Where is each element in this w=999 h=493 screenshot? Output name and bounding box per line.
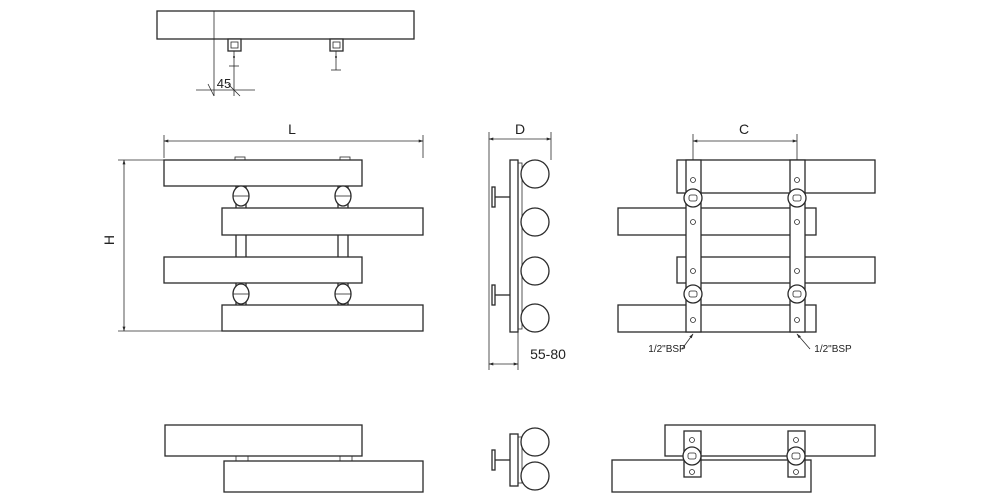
bsp-right-label: 1/2"BSP [814, 344, 852, 355]
top-plan-view: 45 [156, 10, 415, 97]
rear-knobs [683, 188, 807, 304]
side-view: D 55-80 [488, 121, 566, 370]
dim-45-label: 45 [217, 76, 231, 91]
dim-55-80-label: 55-80 [530, 346, 566, 362]
rail-holes [690, 177, 800, 323]
dim-d-label: D [515, 121, 525, 137]
front-knobs [232, 185, 352, 305]
bottom-side-view [491, 427, 550, 491]
bottom-rear-view [611, 424, 876, 493]
dim-c-label: C [739, 121, 749, 137]
bsp-left-label: 1/2"BSP [648, 344, 686, 355]
dim-l-label: L [288, 121, 296, 137]
bottom-front-view [164, 424, 424, 493]
dim-h-label: H [101, 235, 117, 245]
front-view: L H [101, 121, 424, 332]
rear-view: C [617, 121, 876, 355]
